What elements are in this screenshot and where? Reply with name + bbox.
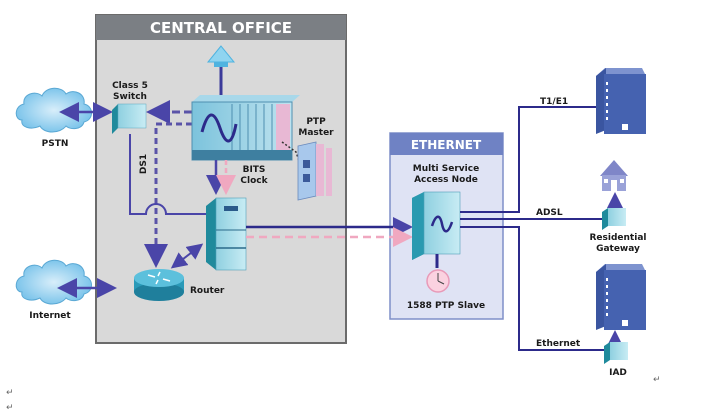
msan-icon <box>412 191 461 260</box>
residential-gateway-icon <box>602 208 626 230</box>
iad-label: IAD <box>609 368 627 378</box>
msan-label-line2: Access Node <box>414 175 478 185</box>
paragraph-mark: ↵ <box>6 388 14 398</box>
residential-gateway-label-line2: Gateway <box>596 244 640 254</box>
uplink-antenna-icon <box>206 45 236 96</box>
class5-label-line2: Switch <box>113 92 147 102</box>
router-label: Router <box>190 286 225 296</box>
router-icon <box>134 269 184 301</box>
residential-gateway-label-line1: Residential <box>590 233 647 243</box>
ethernet-link <box>460 226 606 351</box>
bits-clock-rack-icon <box>191 95 300 161</box>
pstn-label: PSTN <box>42 139 69 149</box>
iad-icon <box>604 342 628 364</box>
class5-label-line1: Class 5 <box>112 81 148 91</box>
t1e1-label: T1/E1 <box>540 97 568 107</box>
server-icon <box>206 197 247 271</box>
internet-label: Internet <box>29 311 71 321</box>
ethernet-link-label: Ethernet <box>536 339 581 349</box>
pstn-cloud-icon <box>15 87 92 133</box>
ptp-master-label-line2: Master <box>298 128 334 138</box>
internet-cloud-icon <box>15 259 92 305</box>
ptp-master-icon <box>281 141 332 201</box>
paragraph-mark: ↵ <box>6 403 14 411</box>
paragraph-mark: ↵ <box>653 375 661 385</box>
house-icon <box>600 160 628 191</box>
t1e1-building-icon <box>596 68 646 134</box>
ptp-master-label-line1: PTP <box>306 117 326 127</box>
ethernet-title: ETHERNET <box>411 138 482 152</box>
adsl-label: ADSL <box>536 208 563 218</box>
bits-label-line2: Clock <box>240 176 268 186</box>
server-router-link <box>170 243 204 269</box>
central-office-title: CENTRAL OFFICE <box>150 19 292 37</box>
ds1-link <box>144 122 192 268</box>
enterprise-building-icon <box>596 264 646 330</box>
ptp-slave-label: 1588 PTP Slave <box>407 301 485 311</box>
ds1-label: DS1 <box>139 154 149 174</box>
switch-to-server-link <box>129 134 206 215</box>
bits-label-line1: BITS <box>243 165 266 175</box>
msan-label-line1: Multi Service <box>413 164 479 174</box>
ptp-slave-clock-icon <box>426 269 450 293</box>
class5-switch-icon <box>112 103 147 134</box>
t1e1-link <box>460 106 598 213</box>
